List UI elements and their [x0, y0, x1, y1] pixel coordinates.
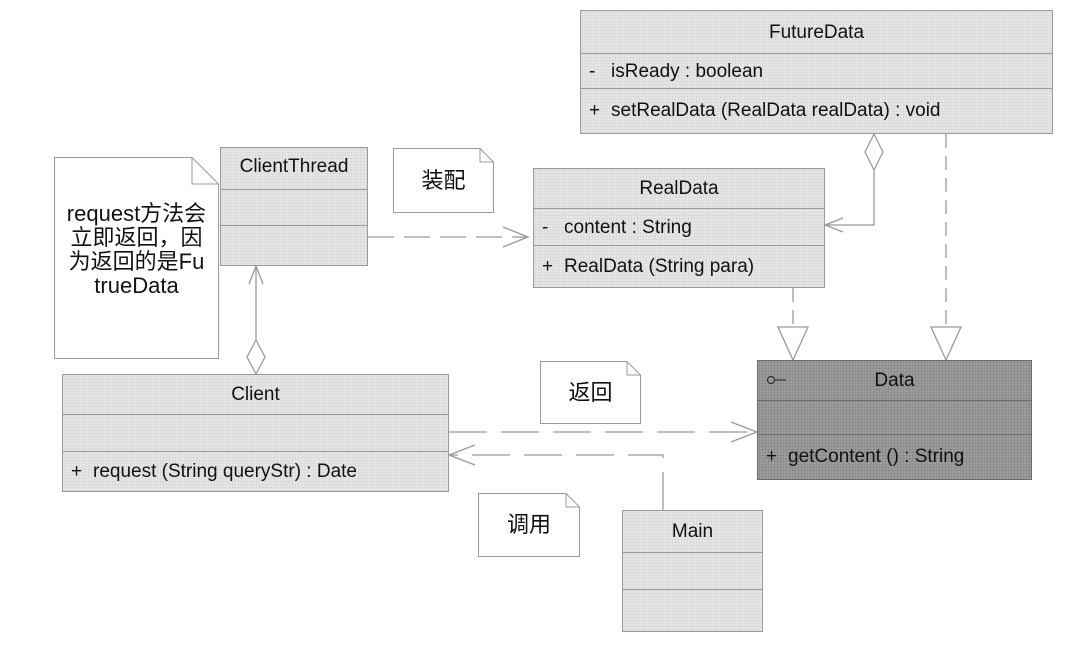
- visibility-public: +: [71, 461, 83, 482]
- class-name: Main: [623, 511, 762, 553]
- note-outline: [540, 361, 641, 424]
- class-main[interactable]: Main: [622, 510, 763, 632]
- note-line: 立即返回，因: [70, 225, 203, 250]
- visibility-public: +: [542, 256, 554, 277]
- class-futuredata[interactable]: FutureData -isReady : boolean + setRealDa…: [580, 10, 1053, 134]
- class-name-row: Data: [758, 361, 1031, 401]
- realization-triangle: [929, 326, 963, 362]
- class-name: ClientThread: [221, 148, 367, 190]
- note-invoke: 调用: [478, 493, 580, 557]
- class-attributes: [758, 401, 1031, 435]
- class-attributes: -isReady : boolean: [581, 54, 1052, 89]
- note-outline: [393, 148, 494, 213]
- note-outline: [478, 493, 580, 557]
- class-operations: [623, 590, 762, 631]
- operation-getcontent: getContent () : String: [788, 446, 965, 467]
- note-text: 返回: [568, 380, 613, 405]
- class-operations: [221, 226, 367, 265]
- note-assemble: 装配: [393, 148, 494, 213]
- realization-triangle: [776, 326, 810, 362]
- class-operations: + setRealData (RealData realData) : void: [581, 89, 1052, 133]
- class-client[interactable]: Client + request (String queryStr) : Date: [62, 374, 449, 492]
- arrowhead-open: [447, 444, 476, 466]
- class-name: FutureData: [581, 11, 1052, 54]
- attribute-isready: isReady : boolean: [611, 61, 764, 82]
- visibility-private: -: [589, 61, 596, 82]
- class-clientthread[interactable]: ClientThread: [220, 147, 368, 266]
- arrowhead-open: [248, 264, 264, 285]
- note-outline: [54, 157, 219, 359]
- aggregation-futuredata-realdata: [825, 170, 875, 226]
- class-operations: + RealData (String para): [534, 246, 824, 287]
- class-attributes: [221, 190, 367, 226]
- visibility-public: +: [589, 100, 601, 121]
- note-request: request方法会 立即返回，因 为返回的是Fu trueData: [54, 157, 219, 359]
- note-text: 装配: [421, 168, 466, 193]
- note-line: request方法会: [66, 201, 207, 226]
- note-line: 为返回的是Fu: [68, 249, 205, 274]
- aggregation-diamond: [246, 338, 266, 376]
- class-name: Client: [63, 375, 448, 415]
- class-name: Data: [874, 370, 915, 391]
- class-operations: + getContent () : String: [758, 435, 1031, 479]
- aggregation-diamond: [864, 132, 884, 172]
- arrowhead-open: [823, 217, 844, 233]
- class-attributes: [623, 553, 762, 590]
- class-operations: + request (String queryStr) : Date: [63, 452, 448, 491]
- class-attributes: -content : String: [534, 209, 824, 246]
- interface-circle-icon: [767, 376, 786, 384]
- interface-data[interactable]: Data + getContent () : String: [757, 360, 1032, 480]
- operation-request: request (String queryStr) : Date: [93, 461, 357, 482]
- class-attributes: [63, 415, 448, 452]
- attribute-content: content : String: [564, 217, 692, 238]
- note-line: trueData: [94, 273, 179, 298]
- operation-realdata: RealData (String para): [564, 256, 755, 277]
- note-text: 调用: [506, 512, 551, 537]
- dependency-main-client: [449, 454, 664, 510]
- operation-setrealdata: setRealData (RealData realData) : void: [611, 100, 941, 121]
- class-realdata[interactable]: RealData -content : String + RealData (St…: [533, 168, 825, 288]
- visibility-public: +: [766, 446, 778, 467]
- arrowhead-open: [502, 226, 530, 248]
- note-return: 返回: [540, 361, 641, 424]
- class-name: RealData: [534, 169, 824, 209]
- visibility-private: -: [542, 217, 549, 238]
